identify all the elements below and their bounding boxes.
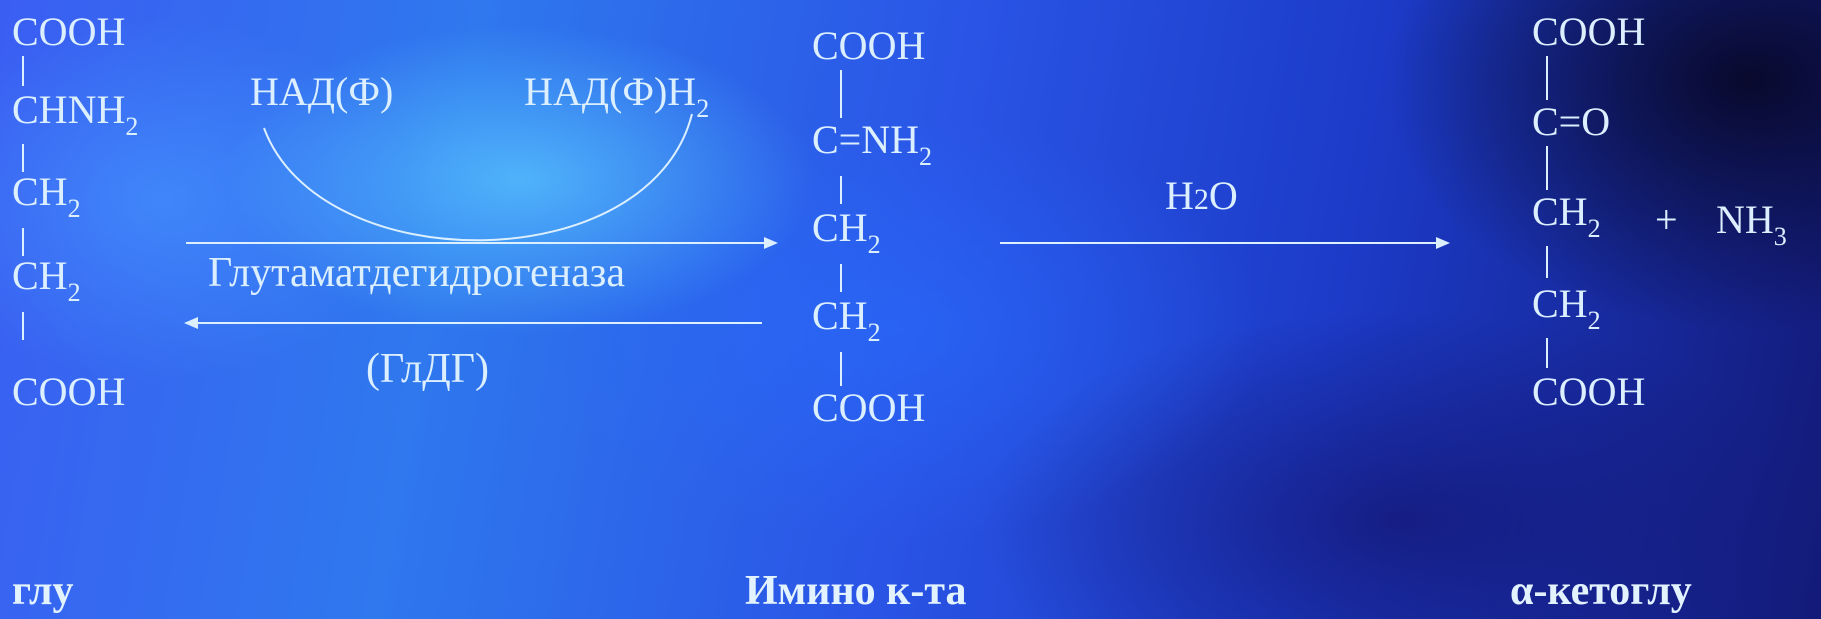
imino-row-3: CH2 [812,205,881,259]
imino-row-2: C=NH2 [812,117,933,171]
enzyme-abbreviation: (ГлДГ) [366,346,489,392]
enzyme-name: Глутаматдегидрогеназа [208,250,625,296]
cofactor-out: НАД(Ф)Н2 [524,69,710,123]
reverse-arrow-head [184,317,198,329]
ketoglu-bond-4 [1546,338,1548,368]
imino-row-5: COOH [812,385,926,430]
forward-arrow-head [764,237,778,249]
imino-bond-3 [840,264,842,292]
plus-sign: + [1655,197,1678,242]
imino-label: Имино к-та [745,568,967,614]
water-reagent: H2O [1165,173,1238,218]
imino-bond-1 [840,70,842,118]
ketoglu-row-3: CH2 [1532,189,1601,243]
imino-bond-2 [840,176,842,204]
imino-row-1: COOH [812,23,926,68]
glu-row-3: CH2 [12,169,81,223]
glu-bond-2 [22,144,24,172]
ketoglu-row-1: COOH [1532,9,1646,54]
ketoglu-bond-1 [1546,56,1548,100]
cofactor-arc [263,113,693,242]
ketoglu-row-5: COOH [1532,369,1646,414]
glu-row-4: CH2 [12,253,81,307]
hydrolysis-arrow-head [1436,237,1450,249]
imino-row-4: CH2 [812,293,881,347]
glu-bond-3 [22,228,24,256]
glu-row-2: CHNH2 [12,87,139,141]
imino-bond-4 [840,352,842,386]
ketoglu-bond-2 [1546,146,1548,190]
glu-label: глу [12,568,74,614]
glu-bond-1 [22,56,24,86]
ketoglu-label: α-кетоглу [1510,568,1692,614]
ketoglu-row-2: C=O [1532,99,1611,144]
glu-row-5: COOH [12,369,126,414]
glu-bond-4 [22,312,24,340]
ketoglu-bond-3 [1546,246,1548,278]
ammonia-product: NH3 [1716,197,1787,251]
cofactor-in: НАД(Ф) [250,69,394,114]
ketoglu-row-4: CH2 [1532,281,1601,335]
glu-row-1: COOH [12,9,126,54]
